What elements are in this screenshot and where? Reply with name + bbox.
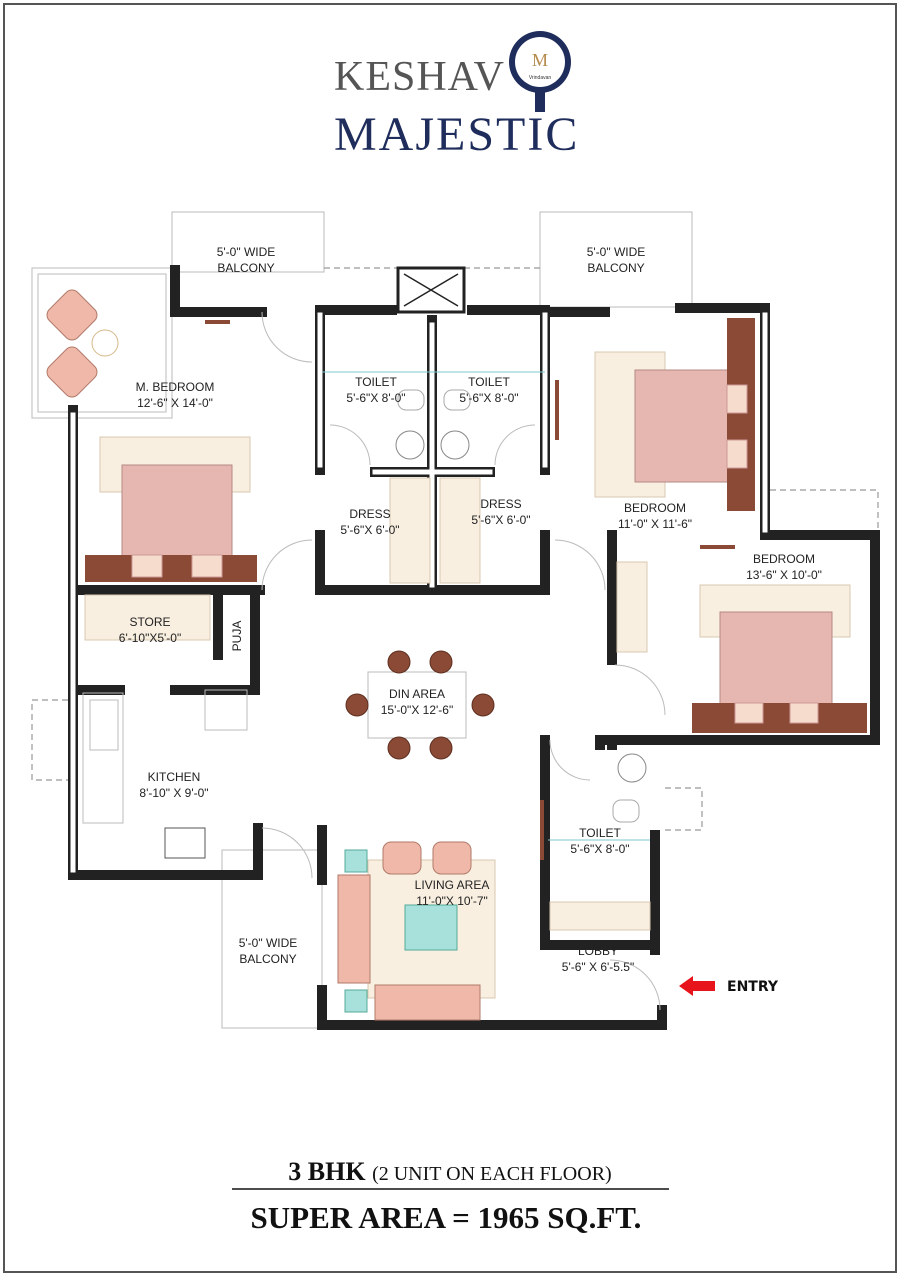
logo-keshav: KESHAV [334, 54, 505, 100]
room-labels: 5'-0" WIDE BALCONY 5'-0" WIDE BALCONY M.… [119, 245, 822, 974]
living-area-size: 11'-0"X 10'-7" [416, 894, 488, 908]
logo-emblem-icon: M Vrindavan [509, 31, 571, 112]
balcony-tr-name: 5'-0" WIDE [587, 245, 646, 259]
toilet1-size: 5'-6"X 8'-0" [346, 391, 405, 405]
din-area-name: DIN AREA [389, 687, 445, 701]
store-size: 6'-10"X5'-0" [119, 631, 181, 645]
page-border [3, 3, 897, 1273]
balcony-tr-size: BALCONY [587, 261, 644, 275]
store-name: STORE [129, 615, 170, 629]
master-bed-icon [85, 436, 257, 582]
bedroom1-bed-icon [594, 318, 755, 511]
master-bedroom-size: 12'-6" X 14'-0" [137, 396, 213, 410]
svg-text:Vrindavan: Vrindavan [529, 75, 552, 81]
kitchen-name: KITCHEN [148, 770, 201, 784]
entry-marker: ENTRY [679, 976, 779, 996]
furniture [46, 289, 867, 1021]
doors [205, 311, 735, 1011]
balcony-tl-size: BALCONY [217, 261, 274, 275]
master-bedroom-name: M. BEDROOM [136, 380, 215, 394]
dress2-size: 5'-6"X 6'-0" [471, 513, 530, 527]
bhk-title: 3 BHK (2 UNIT ON EACH FLOOR) [288, 1157, 611, 1186]
dining-set-icon [345, 650, 495, 760]
living-area-name: LIVING AREA [415, 878, 490, 892]
logo-majestic: MAJESTIC [334, 108, 579, 161]
din-area-size: 15'-0"X 12'-6" [381, 703, 453, 717]
lobby-size: 5'-6" X 6'-5.5" [562, 960, 634, 974]
toilet2-size: 5'-6"X 8'-0" [459, 391, 518, 405]
lobby-name: LOBBY [578, 944, 618, 958]
logo: KESHAV MAJESTIC M Vrindavan [334, 31, 579, 161]
bedroom2-size: 13'-6" X 10'-0" [746, 568, 822, 582]
toilet1-name: TOILET [355, 375, 397, 389]
dress2-name: DRESS [480, 497, 521, 511]
bedroom1-name: BEDROOM [624, 501, 686, 515]
armchairs-icon [46, 289, 119, 398]
balcony-tl-name: 5'-0" WIDE [217, 245, 276, 259]
bedroom2-name: BEDROOM [753, 552, 815, 566]
dress1-name: DRESS [349, 507, 390, 521]
dress1-size: 5'-6"X 6'-0" [340, 523, 399, 537]
puja-name: PUJA [230, 621, 244, 652]
balcony-bottom-name: 5'-0" WIDE [239, 936, 298, 950]
super-area: SUPER AREA = 1965 SQ.FT. [251, 1200, 642, 1235]
svg-text:M: M [532, 50, 548, 70]
toilet3-size: 5'-6"X 8'-0" [570, 842, 629, 856]
balcony-bottom-size: BALCONY [239, 952, 296, 966]
bedroom2-bed-icon [692, 584, 867, 733]
kitchen-fixtures-icon [82, 594, 248, 859]
entry-arrow-icon [679, 976, 715, 996]
bedroom1-size: 11'-0" X 11'-6" [618, 517, 692, 531]
footer: 3 BHK (2 UNIT ON EACH FLOOR) SUPER AREA … [232, 1157, 669, 1235]
sanitary-fixtures-icon [322, 371, 651, 931]
kitchen-size: 8'-10" X 9'-0" [139, 786, 208, 800]
entry-label: ENTRY [727, 979, 779, 995]
toilet2-name: TOILET [468, 375, 510, 389]
walls [68, 265, 880, 1030]
living-set-icon [337, 841, 496, 1021]
toilet3-name: TOILET [579, 826, 621, 840]
balcony-outlines [31, 211, 879, 1029]
